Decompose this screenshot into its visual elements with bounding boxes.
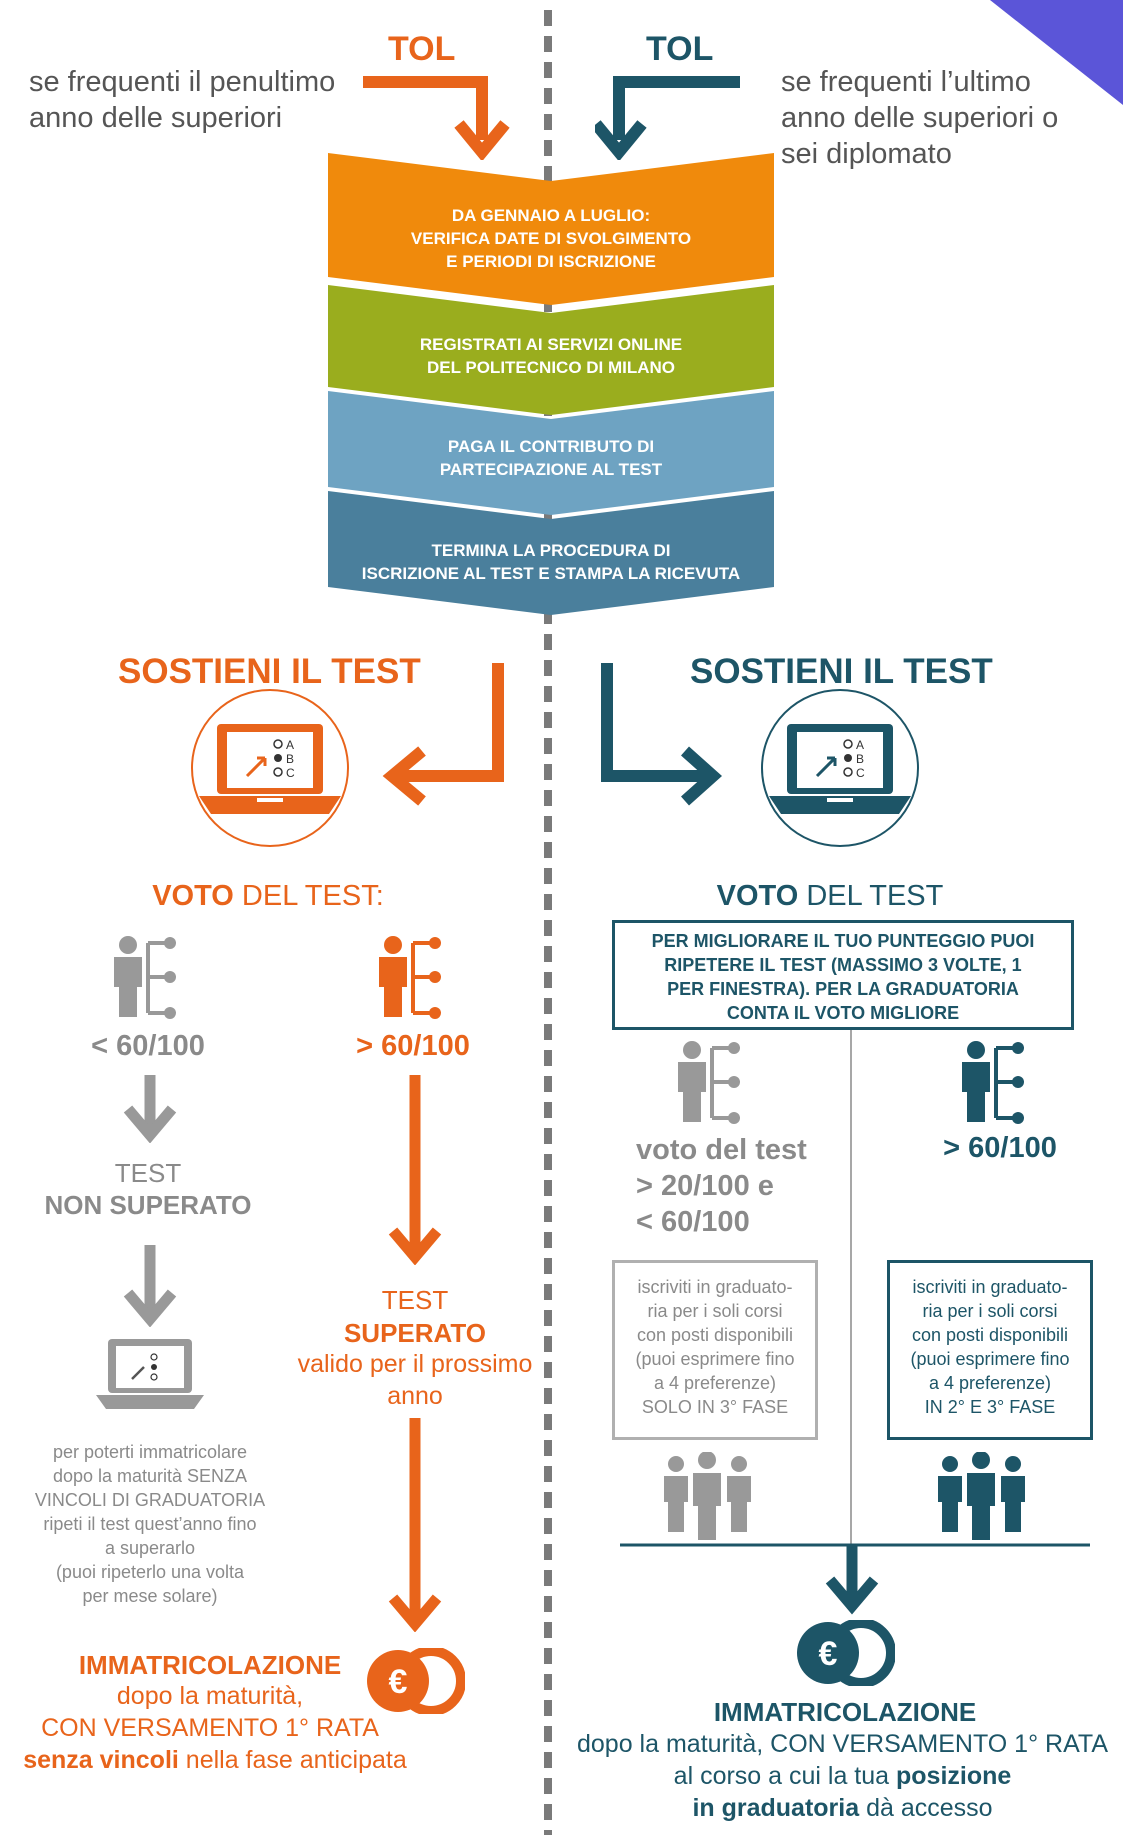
euro-coin-icon-left: € (367, 1648, 465, 1714)
svg-text:A: A (286, 738, 294, 752)
svg-text:C: C (856, 766, 865, 780)
arrow-icon-fail-1 (123, 1075, 177, 1143)
left-immat-line2: CON VERSAMENTO 1° RATA (41, 1714, 379, 1742)
center-divider (544, 10, 552, 1835)
right-split-line (850, 1030, 852, 1545)
svg-text:B: B (856, 752, 864, 766)
left-pass-line3: valido per il prossimo (297, 1350, 533, 1378)
tol-right: TOL (646, 30, 714, 68)
corner-decoration (990, 0, 1123, 105)
arrow-icon-pass-1 (388, 1075, 442, 1265)
arrow-icon-pass-2 (388, 1418, 442, 1632)
left-title: SOSTIENI IL TEST (118, 652, 421, 691)
svg-text:A: A (856, 738, 864, 752)
right-high-score: > 60/100 (943, 1132, 1057, 1164)
right-box-high: iscriviti in graduato-ria per i soli cor… (887, 1260, 1093, 1440)
left-fail-line1: TEST (114, 1158, 182, 1188)
person-tree-icon-fail (114, 936, 176, 1019)
left-fail-line2: NON SUPERATO (44, 1190, 252, 1220)
left-pass-line1: TEST (381, 1285, 449, 1315)
arrow-icon-left-test (382, 663, 504, 806)
person-tree-icon-mid (678, 1041, 740, 1124)
left-pass-line2: SUPERATO (343, 1318, 487, 1348)
laptop-quiz-icon-left: A B C (191, 689, 349, 847)
laptop-quiz-icon-small (96, 1339, 204, 1409)
person-tree-icon-high (962, 1041, 1024, 1124)
left-immat-line3: senza vincoli nella fase anticipata (23, 1746, 407, 1774)
steps-background (328, 153, 774, 615)
step-dates: DA GENNAIO A LUGLIO:VERIFICA DATE DI SVO… (410, 205, 692, 271)
left-pass-score: > 60/100 (356, 1030, 470, 1062)
arrow-icon-right-test (601, 663, 723, 806)
right-title: SOSTIENI IL TEST (690, 652, 993, 691)
left-voto-label: VOTO DEL TEST: (152, 880, 384, 912)
arrow-icon-left-top (363, 76, 510, 160)
left-fail-score: < 60/100 (91, 1030, 205, 1062)
right-mid-score: voto del test> 20/100 e< 60/100 (636, 1134, 807, 1238)
euro-coin-icon-right: € (797, 1620, 895, 1686)
group-icon-high (938, 1452, 1025, 1540)
laptop-quiz-icon-right: A B C (761, 689, 919, 847)
group-icon-mid (664, 1452, 751, 1540)
person-tree-icon-pass (379, 936, 441, 1019)
right-immat-title: IMMATRICOLAZIONE (713, 1697, 977, 1727)
left-pass-line4: anno (387, 1382, 443, 1410)
svg-text:B: B (286, 752, 294, 766)
svg-text:€: € (819, 1635, 838, 1673)
arrow-icon-fail-2 (123, 1245, 177, 1327)
left-immat-title: IMMATRICOLAZIONE (78, 1650, 342, 1680)
right-immat-line2: al corso a cui la tua posizione (673, 1762, 1012, 1790)
right-merge-arrow (620, 1543, 1090, 1615)
right-voto-label: VOTO DEL TEST (716, 880, 944, 912)
right-immat-line1: dopo la maturità, CON VERSAMENTO 1° RATA (577, 1730, 1108, 1758)
left-immat-line1: dopo la maturità, (116, 1682, 304, 1710)
tol-left: TOL (388, 30, 456, 68)
svg-text:€: € (389, 1663, 408, 1701)
arrow-icon-right-top (595, 76, 740, 160)
right-box-mid: iscriviti in graduato-ria per i soli cor… (612, 1260, 818, 1440)
right-immat-line3: in graduatoria dà accesso (692, 1794, 993, 1822)
svg-text:C: C (286, 766, 295, 780)
